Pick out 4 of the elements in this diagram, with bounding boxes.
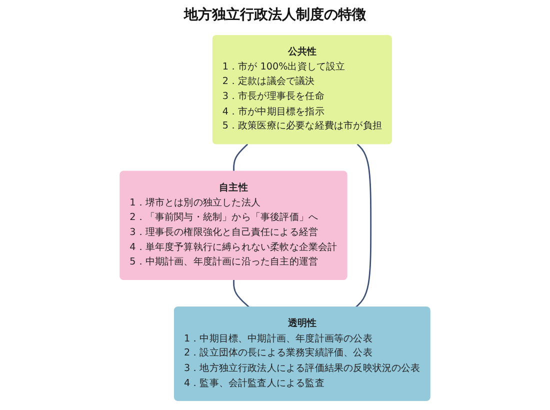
diagram-title: 地方独立行政法人制度の特徴 — [182, 6, 367, 24]
connector — [355, 144, 372, 308]
connector — [233, 280, 250, 308]
connector — [233, 144, 248, 172]
